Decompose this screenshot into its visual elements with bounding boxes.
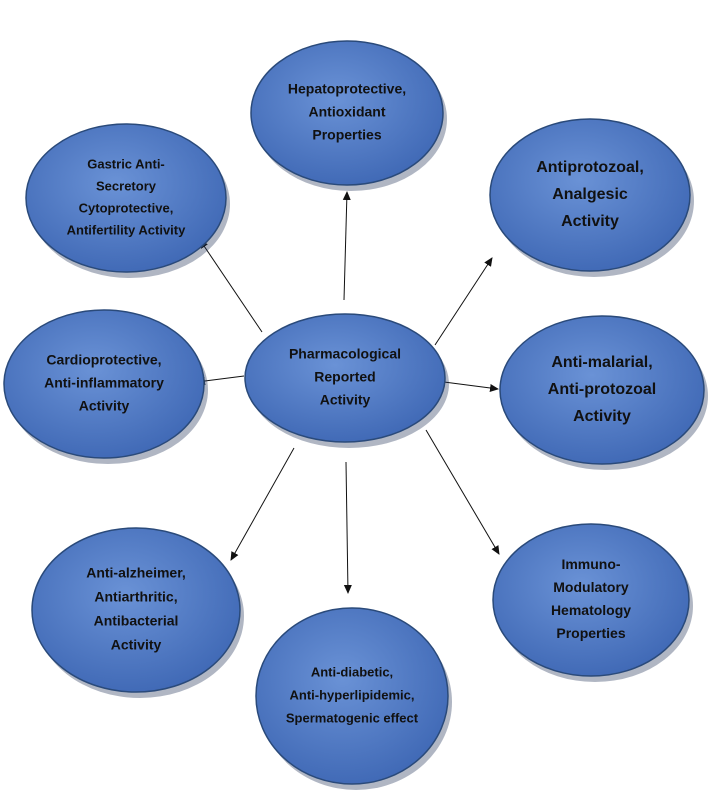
node-label-line: Activity [561, 213, 619, 230]
node-group: Hepatoprotective,AntioxidantPropertiesGa… [3, 40, 708, 790]
node-label-line: Anti-inflammatory [44, 375, 164, 391]
node-label-line: Modulatory [553, 579, 629, 595]
node-label-line: Anti-hyperlipidemic, [290, 687, 415, 702]
node-label-line: Activity [79, 398, 130, 414]
arrow-to-left [196, 375, 245, 385]
node-ellipse [3, 309, 205, 459]
node-ellipse [492, 523, 690, 677]
node-label-line: Antibacterial [94, 613, 179, 629]
node-label-line: Antioxidant [309, 104, 386, 120]
node-label-line: Analgesic [552, 186, 628, 203]
node-label-line: Anti-diabetic, [311, 664, 393, 679]
arrow-to-top-left [199, 239, 263, 333]
node-label-line: Properties [556, 625, 625, 641]
node-label-line: Activity [320, 392, 371, 408]
node-bottom-left: Anti-alzheimer, Antiarthritic, Antibacteri… [31, 527, 244, 698]
node-label-line: Activity [573, 408, 631, 425]
node-label-line: Secretory [96, 178, 157, 193]
node-ellipse [25, 123, 227, 273]
node-label-line: Reported [314, 369, 375, 385]
node-label-line: Cytoprotective, [79, 200, 174, 215]
node-label-line: Antiprotozoal, [536, 159, 644, 176]
node-label-line: Activity [111, 637, 162, 653]
node-label-line: Antifertility Activity [67, 222, 186, 237]
arrow-to-right [443, 381, 499, 392]
arrow-to-top-right [434, 257, 493, 346]
node-label-line: Anti-protozoal [548, 381, 656, 398]
arrow-to-bottom-left [230, 447, 295, 561]
node-bottom: Anti-diabetic, Anti-hyperlipidemic, Sperma… [255, 607, 452, 790]
arrow-to-bottom [343, 461, 352, 594]
node-ellipse [489, 118, 691, 272]
node-ellipse [250, 40, 444, 186]
node-label-line: Gastric Anti- [87, 156, 165, 171]
node-label-line: Pharmacological [289, 346, 401, 362]
node-label-line: Antiarthritic, [94, 589, 177, 605]
node-label-line: Hepatoprotective, [288, 81, 406, 97]
node-label-line: Spermatogenic effect [286, 710, 419, 725]
node-ellipse [255, 607, 449, 785]
arrow-to-top [342, 191, 351, 301]
node-ellipse [31, 527, 241, 693]
node-label-line: Properties [312, 127, 381, 143]
node-left: Cardioprotective, Anti-inflammatoryActivi… [3, 309, 208, 464]
node-label-line: Anti-malarial, [551, 354, 652, 371]
node-label-line: Hematology [551, 602, 631, 618]
node-ellipse [499, 315, 705, 465]
node-label-line: Anti-alzheimer, [86, 565, 186, 581]
arrow-group [196, 191, 500, 594]
arrow-to-bottom-right [425, 429, 500, 555]
node-label-line: Immuno- [561, 556, 620, 572]
node-ellipse [244, 313, 446, 443]
node-label-line: Cardioprotective, [46, 352, 161, 368]
